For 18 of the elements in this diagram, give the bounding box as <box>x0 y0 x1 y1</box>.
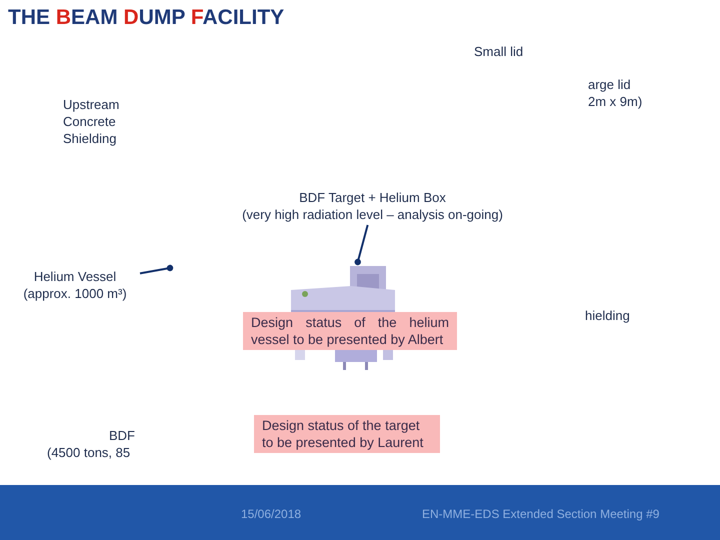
part-label: BDF <box>109 427 135 444</box>
part-label: arge lid <box>588 76 631 93</box>
part-label: hielding <box>585 307 630 324</box>
part-label: (4500 tons, 85 <box>47 444 130 461</box>
callout-text: (approx. 1000 m³) <box>23 285 127 302</box>
leader-line <box>354 224 369 266</box>
callout-text: Helium Vessel <box>34 268 116 285</box>
slide-title: THE BEAM DUMP FACILITY <box>8 6 284 30</box>
footer-date: 15/06/2018 <box>241 507 302 521</box>
note-box: Design status of the target to be presented by Laurent <box>254 415 440 453</box>
callout-text: BDF Target + Helium Box <box>299 189 446 206</box>
part-label: 2m x 9m) <box>588 93 642 110</box>
leader-line <box>140 264 174 274</box>
callout-text: (very high radiation level – analysis on-going) <box>242 206 503 223</box>
part-label: Small lid <box>474 43 524 60</box>
footer-text: EN-MME-EDS Extended Section Meeting #9 <box>422 507 660 521</box>
note-box: Design status of the helium vessel to be presented by Albert <box>243 312 457 350</box>
part-label: Upstream Concrete Shielding <box>63 96 120 147</box>
